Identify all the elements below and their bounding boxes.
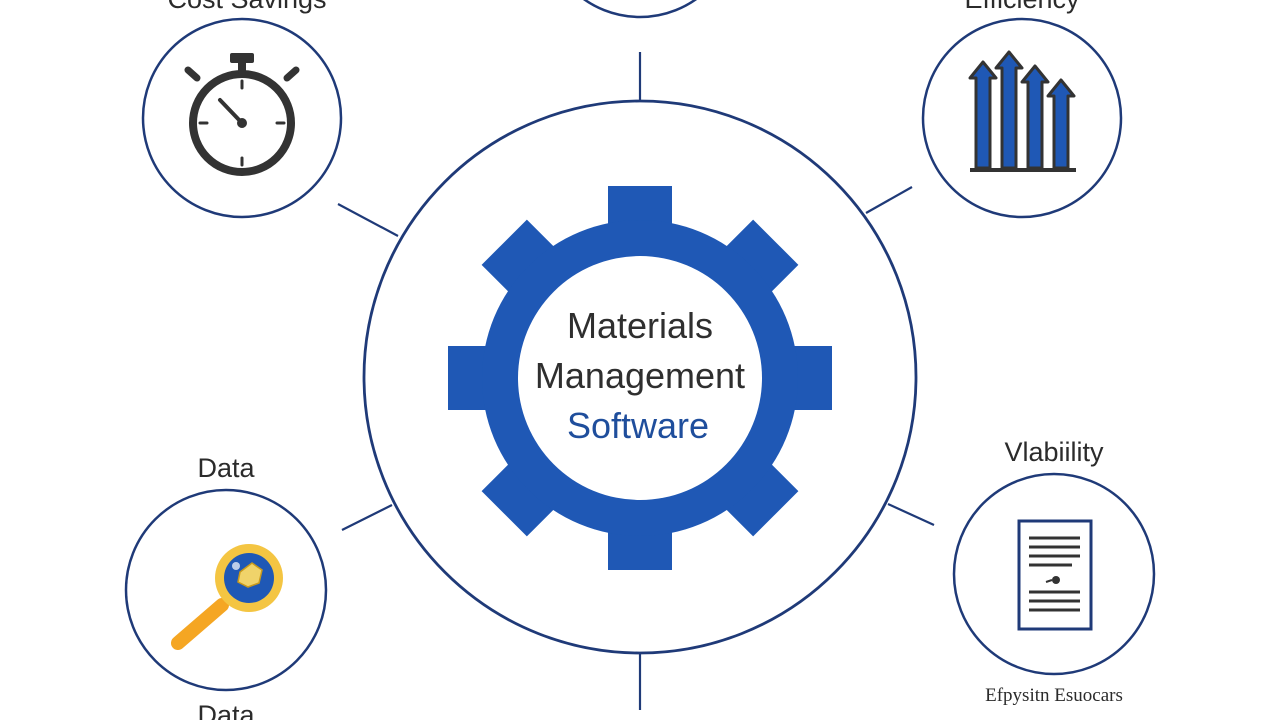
- bottom-right-label-bottom: Efpysitn Esuocars: [985, 685, 1123, 706]
- top-left-label: Cost Savings: [167, 0, 326, 14]
- document-icon: [1017, 519, 1093, 631]
- bottom-left-label-bottom: Data: [197, 700, 255, 720]
- stopwatch-icon: [184, 53, 300, 176]
- top-right-node-circle: [921, 17, 1123, 219]
- top-node-circle: [582, 0, 698, 19]
- gear-icon: [448, 186, 832, 570]
- connector-bottom-right: [887, 502, 935, 527]
- bottom-left-label-top: Data: [197, 453, 255, 483]
- center-title-line1: Materials: [567, 305, 713, 346]
- center-title-line3: Software: [567, 405, 709, 446]
- growth-arrows-icon: [968, 50, 1076, 172]
- connector-lines: [337, 52, 935, 710]
- center-title-line2: Management: [535, 355, 745, 396]
- bottom-right-label-top: Vlabiility: [1004, 437, 1104, 467]
- magnifier-icon: [171, 544, 283, 650]
- connector-bottom-left: [341, 504, 393, 531]
- connector-top-right: [865, 186, 913, 214]
- top-right-label: Efficiency: [964, 0, 1080, 14]
- connector-top-left: [337, 203, 399, 237]
